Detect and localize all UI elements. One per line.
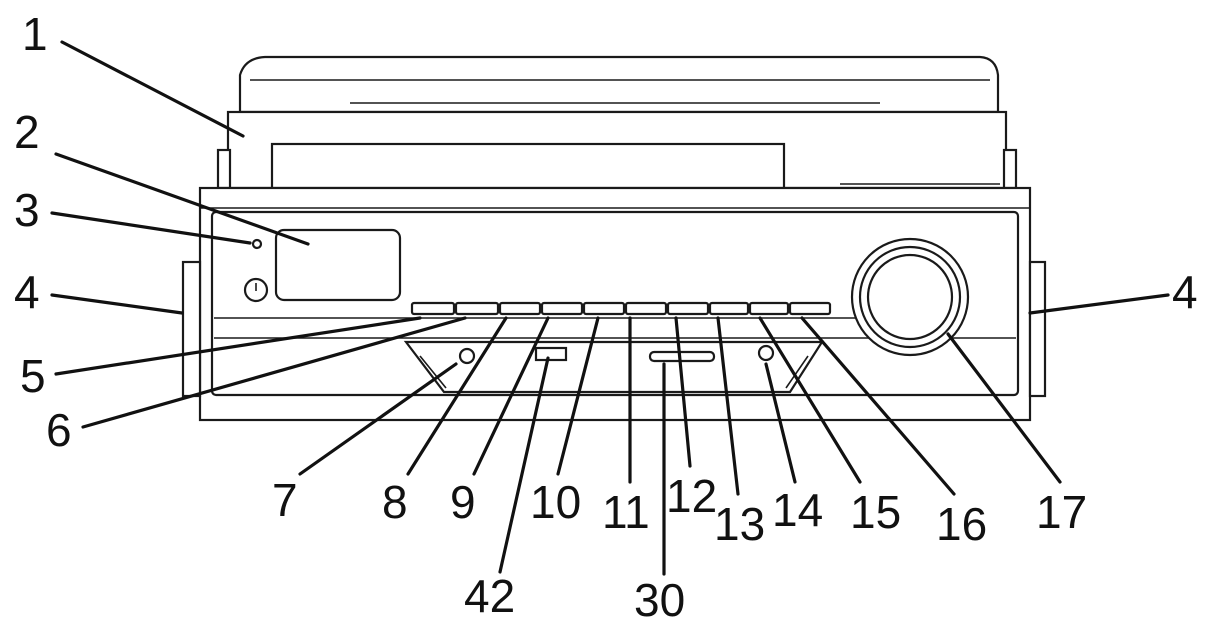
lower-tray xyxy=(403,340,825,394)
leader-line xyxy=(298,362,458,476)
led-indicator xyxy=(251,238,263,250)
headphone-jack xyxy=(458,347,476,365)
callout-17: 17 xyxy=(1036,486,1087,538)
callout-14: 14 xyxy=(772,484,823,536)
callout-16: 16 xyxy=(936,498,987,550)
device-drawing xyxy=(181,55,1047,422)
callout-12: 12 xyxy=(666,470,717,522)
function-button xyxy=(748,301,790,316)
callout-10: 10 xyxy=(530,476,581,528)
leader-line xyxy=(81,316,467,429)
leader-line xyxy=(50,293,184,315)
aux-in-jack xyxy=(757,344,775,362)
tray-bevel-left xyxy=(419,355,447,389)
callout-7: 7 xyxy=(272,474,298,526)
leader-line xyxy=(758,316,862,484)
function-button xyxy=(624,301,668,316)
callout-30: 30 xyxy=(634,574,685,626)
callout-4-left: 4 xyxy=(14,266,40,318)
callout-9: 9 xyxy=(450,476,476,528)
sd-card-slot xyxy=(648,350,716,363)
function-button xyxy=(498,301,542,316)
leader-line xyxy=(54,152,310,246)
right-handle xyxy=(1028,260,1047,398)
upper-window xyxy=(270,142,786,190)
callout-4-right: 4 xyxy=(1172,266,1198,318)
right-hinge xyxy=(1002,148,1018,190)
leader-line xyxy=(1028,293,1170,315)
callout-labels: 1 2 3 4 4 5 6 7 8 9 10 11 12 13 14 15 16… xyxy=(14,8,1198,626)
callout-6: 6 xyxy=(46,404,72,456)
leader-line xyxy=(498,356,550,574)
function-button xyxy=(410,301,456,316)
callout-5: 5 xyxy=(20,350,46,402)
function-button xyxy=(540,301,584,316)
function-button xyxy=(788,301,832,316)
left-handle xyxy=(181,260,202,398)
function-button xyxy=(666,301,710,316)
leader-line xyxy=(60,40,245,138)
leader-line xyxy=(472,316,550,476)
callout-15: 15 xyxy=(850,486,901,538)
function-button-row xyxy=(410,301,832,316)
lcd-display xyxy=(274,228,402,302)
function-button xyxy=(582,301,626,316)
leader-line xyxy=(556,316,600,476)
tray-bevel-right xyxy=(785,355,809,389)
left-hinge xyxy=(216,148,232,190)
leader-line xyxy=(54,316,422,376)
callout-13: 13 xyxy=(714,498,765,550)
leader-line xyxy=(50,211,252,245)
function-button xyxy=(708,301,750,316)
leader-lines xyxy=(50,40,1170,576)
callout-2: 2 xyxy=(14,106,40,158)
leader-line xyxy=(674,316,692,468)
callout-11: 11 xyxy=(602,486,650,538)
leader-line xyxy=(406,316,508,476)
dust-cover xyxy=(238,55,1000,114)
callout-8: 8 xyxy=(382,476,408,528)
usb-port xyxy=(534,346,568,362)
leader-line xyxy=(716,316,740,496)
volume-knob xyxy=(866,253,954,341)
leader-line xyxy=(800,316,956,496)
function-button xyxy=(454,301,500,316)
callout-3: 3 xyxy=(14,184,40,236)
callout-1: 1 xyxy=(22,8,48,60)
leader-line xyxy=(946,332,1062,484)
callout-42: 42 xyxy=(464,570,515,622)
leader-line xyxy=(764,362,797,484)
